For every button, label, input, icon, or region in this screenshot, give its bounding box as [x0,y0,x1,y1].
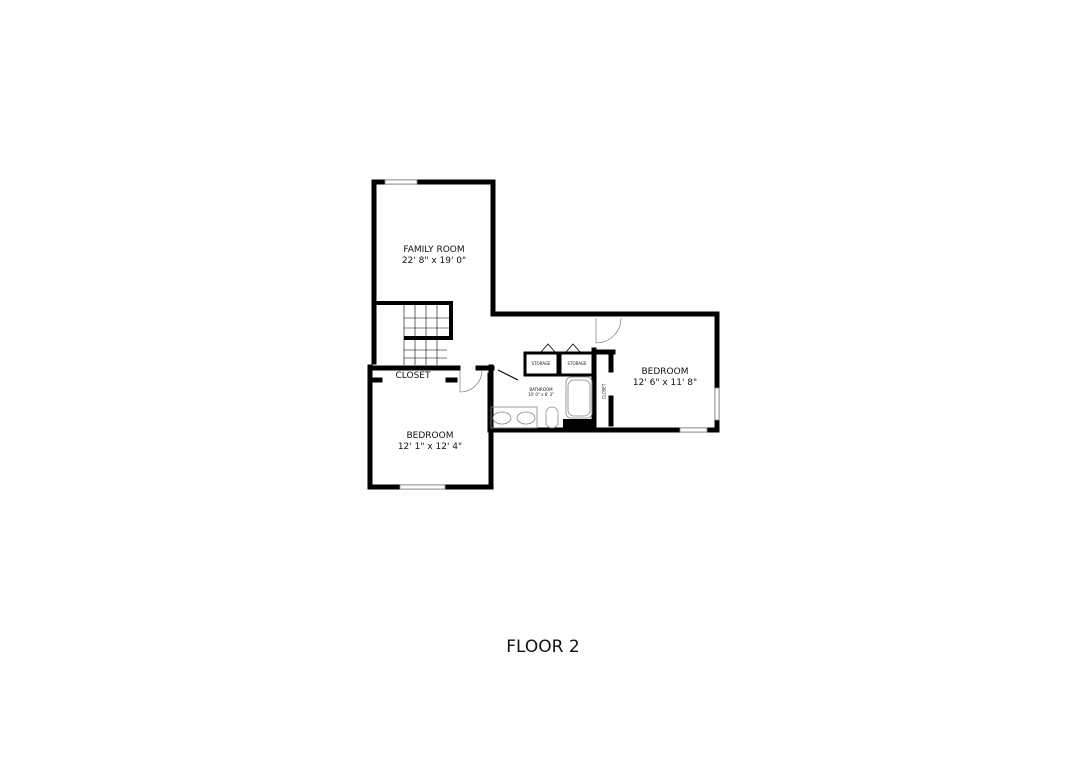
storage-boxes [523,343,595,377]
staircase [376,301,453,365]
room-name: BEDROOM [641,367,689,377]
closet-left-label: CLOSET [395,371,431,381]
family-room-label: FAMILY ROOM 22' 8" x 19' 0" [402,245,466,267]
room-dims: 10' 0" x 6' 3" [527,392,555,397]
bedroom-left-label: BEDROOM 12' 1" x 12' 4" [398,431,462,453]
storage-2-label: STORAGE [567,361,587,366]
room-name: FAMILY ROOM [403,245,465,255]
room-dims: 12' 6" x 11' 8" [632,378,698,388]
wall-block [563,419,593,429]
room-name: BEDROOM [406,431,454,441]
storage-1-label: STORAGE [531,361,551,366]
room-name: BATHROOM [529,387,553,392]
bedroom-right-label: BEDROOM 12' 6" x 11' 8" [633,367,697,389]
doors [459,317,622,393]
closet-right-label: CLOSET [601,383,607,400]
windows [384,179,720,490]
floor-label: FLOOR 2 [506,637,580,657]
room-dims: 22' 8" x 19' 0" [401,256,467,266]
walls [367,179,720,490]
bathroom-label: BATHROOM 10' 0" x 6' 3" [528,387,554,397]
fixtures [490,376,593,429]
room-dims: 12' 1" x 12' 4" [397,442,463,452]
